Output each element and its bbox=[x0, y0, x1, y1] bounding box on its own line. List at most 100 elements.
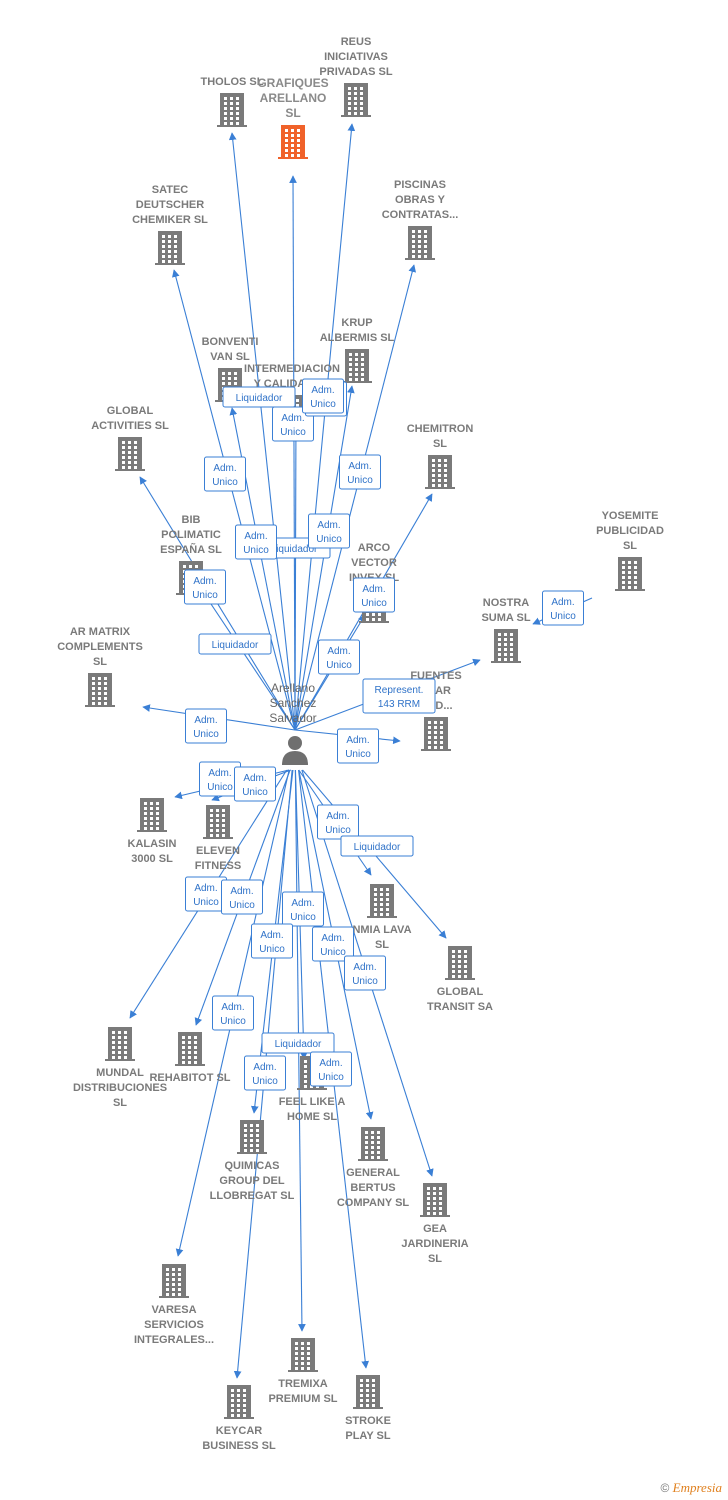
building-icon[interactable] bbox=[159, 1264, 189, 1298]
edge-tag-nmia[interactable]: Adm.Unico bbox=[317, 804, 359, 840]
building-icon[interactable] bbox=[237, 1120, 267, 1154]
edge-tag-chemitron[interactable]: Adm.Unico bbox=[339, 454, 381, 490]
edge-tag-varesa[interactable]: Adm.Unico bbox=[212, 995, 254, 1031]
company-node-varesa[interactable]: VARESASERVICIOSINTEGRALES... bbox=[134, 1264, 214, 1346]
edge-tag-intermediacion[interactable]: Adm.Unico bbox=[272, 406, 314, 442]
building-icon[interactable] bbox=[115, 437, 145, 471]
company-label: REUS bbox=[341, 36, 372, 48]
building-icon[interactable] bbox=[203, 805, 233, 839]
edge-tag-arco[interactable]: Adm.Unico bbox=[353, 577, 395, 613]
company-label: HOME SL bbox=[287, 1111, 337, 1123]
edge-tag-extra-1[interactable]: Liquidador bbox=[198, 633, 272, 655]
edge-tag-extra-5[interactable]: Adm.Unico bbox=[318, 639, 360, 675]
company-label: TRANSIT SA bbox=[427, 1001, 493, 1013]
building-icon[interactable] bbox=[341, 83, 371, 117]
building-icon[interactable] bbox=[288, 1338, 318, 1372]
company-node-rehabitot[interactable]: REHABITOT SL bbox=[149, 1032, 231, 1084]
building-icon[interactable] bbox=[217, 93, 247, 127]
edge-tag-quimicas[interactable]: Adm.Unico bbox=[251, 923, 293, 959]
company-label: KEYCAR bbox=[216, 1425, 263, 1437]
building-icon[interactable] bbox=[425, 455, 455, 489]
person-name: Salvador bbox=[269, 711, 316, 725]
building-icon[interactable] bbox=[358, 1127, 388, 1161]
building-icon[interactable] bbox=[615, 557, 645, 591]
edge-tag-extra-6[interactable]: Adm.Unico bbox=[302, 378, 344, 414]
building-icon[interactable] bbox=[491, 629, 521, 663]
building-icon[interactable] bbox=[445, 946, 475, 980]
edge-tag-stroke[interactable]: Adm.Unico bbox=[310, 1051, 352, 1087]
edge-tag-text: Adm. bbox=[253, 1062, 276, 1073]
building-icon[interactable] bbox=[175, 1032, 205, 1066]
edge-tag-bib[interactable]: Adm.Unico bbox=[184, 569, 226, 605]
building-icon[interactable] bbox=[420, 1183, 450, 1217]
edge-tag-tremixa[interactable]: Liquidador bbox=[261, 1032, 335, 1054]
company-label: BONVENTI bbox=[202, 336, 259, 348]
edge-tag-armatrix[interactable]: Adm.Unico bbox=[185, 708, 227, 744]
edge-tag-extra-2[interactable]: Adm.Unico bbox=[235, 524, 277, 560]
edge-to-tholos bbox=[228, 132, 296, 731]
company-label: YOSEMITE bbox=[602, 510, 659, 522]
company-label: GROUP DEL bbox=[219, 1175, 284, 1187]
building-icon[interactable] bbox=[405, 226, 435, 260]
building-icon[interactable] bbox=[85, 673, 115, 707]
building-icon[interactable] bbox=[342, 349, 372, 383]
edge-tag-mundal[interactable]: Adm.Unico bbox=[185, 876, 227, 912]
company-label: CHEMITRON bbox=[407, 423, 474, 435]
edge-tag-extra-4[interactable]: Liquidador bbox=[340, 835, 414, 857]
company-label: PRIVADAS SL bbox=[319, 66, 392, 78]
edge-tag-rehabitot[interactable]: Adm.Unico bbox=[221, 879, 263, 915]
company-label: FITNESS bbox=[195, 860, 241, 872]
person-icon[interactable] bbox=[282, 736, 308, 765]
company-label: GENERAL bbox=[346, 1167, 400, 1179]
edge-tag-bonventi[interactable]: Liquidador bbox=[222, 386, 296, 408]
company-label: 3000 SL bbox=[131, 853, 173, 865]
edge-tag-global_act[interactable]: Adm.Unico bbox=[204, 456, 246, 492]
brand-logo[interactable]: Empresia bbox=[672, 1480, 722, 1495]
company-node-tholos[interactable]: THOLOS SL bbox=[201, 76, 264, 127]
building-icon[interactable] bbox=[137, 798, 167, 832]
building-icon[interactable] bbox=[278, 125, 308, 159]
edge-tag-yosemite[interactable]: Adm.Unico bbox=[542, 590, 584, 626]
edge-tag-generalbertus[interactable]: Adm.Unico bbox=[312, 926, 354, 962]
building-icon[interactable] bbox=[155, 231, 185, 265]
edge-tag-feellike[interactable]: Adm.Unico bbox=[282, 891, 324, 927]
company-label: KRUP bbox=[341, 317, 372, 329]
company-label: DISTRIBUCIONES bbox=[73, 1082, 167, 1094]
edge-tag-gea[interactable]: Adm.Unico bbox=[344, 955, 386, 991]
building-icon[interactable] bbox=[105, 1027, 135, 1061]
edge-tag-eleven[interactable]: Adm.Unico bbox=[234, 766, 276, 802]
building-icon[interactable] bbox=[367, 884, 397, 918]
edge-tag-text: Liquidador bbox=[354, 842, 401, 853]
building-icon[interactable] bbox=[421, 717, 451, 751]
edge-tag-text: Unico bbox=[345, 749, 371, 760]
building-icon[interactable] bbox=[353, 1375, 383, 1409]
company-label: NMIA LAVA bbox=[352, 924, 411, 936]
building-icon[interactable] bbox=[224, 1385, 254, 1419]
edge-tag-fuentes[interactable]: Adm.Unico bbox=[337, 728, 379, 764]
edge-tag-keycar[interactable]: Adm.Unico bbox=[244, 1055, 286, 1091]
edge-tag-extra-3[interactable]: Adm.Unico bbox=[308, 513, 350, 549]
edge-tag-nostra[interactable]: Represent.143 RRM bbox=[362, 678, 436, 714]
